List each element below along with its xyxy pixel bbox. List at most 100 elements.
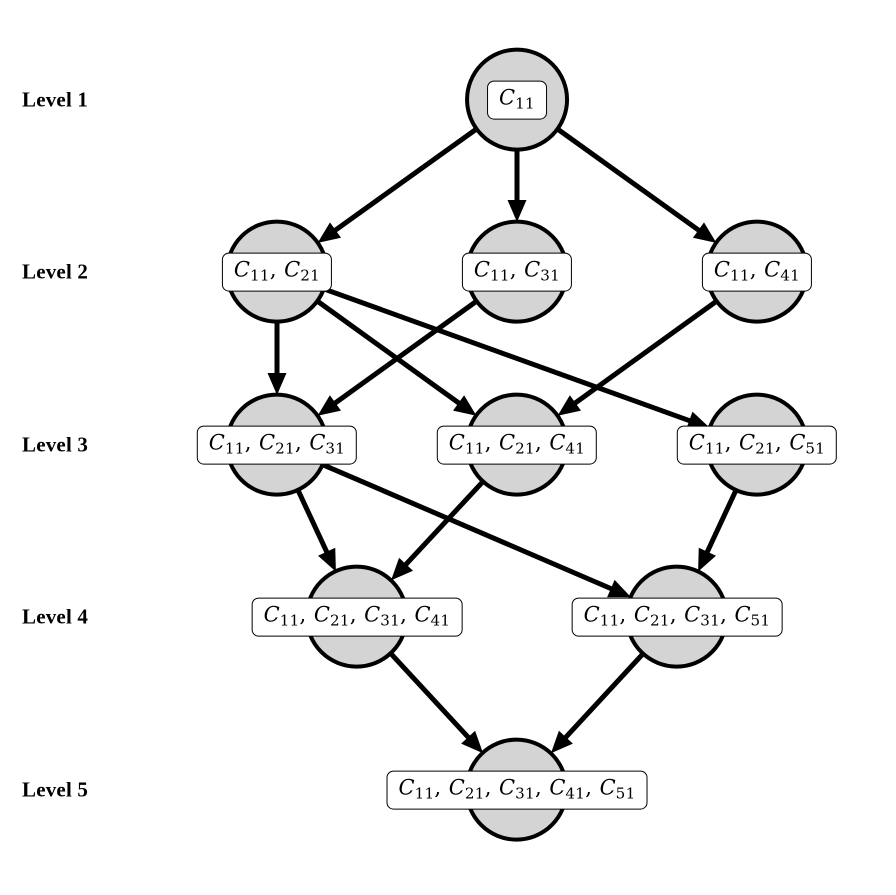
arrowhead-n1-to-n2c — [692, 222, 717, 243]
label-term: C — [208, 430, 225, 455]
label-term: C — [688, 430, 705, 455]
label-subscript: 11 — [464, 439, 485, 458]
label-separator: , — [434, 775, 449, 800]
label-term: C — [263, 602, 280, 627]
label-separator: , — [720, 602, 735, 627]
label-subscript: 31 — [380, 611, 401, 630]
edge-n3a-to-n4b — [322, 462, 616, 593]
label-subscript: 21 — [649, 611, 670, 630]
node-n5a[interactable]: C11, C21, C31, C41, C51 — [386, 737, 648, 842]
node-n3b[interactable]: C11, C21, C41 — [436, 392, 598, 497]
label-subscript: 11 — [224, 439, 245, 458]
edge-n4b-to-n5a — [561, 652, 645, 742]
arrowhead-n2a-to-n3a — [267, 373, 287, 395]
node-n4a[interactable]: C11, C21, C31, C41 — [251, 564, 463, 669]
node-label-n3a: C11, C21, C31 — [196, 425, 358, 465]
arrowhead-n1-to-n2a — [317, 222, 342, 243]
label-term: C — [414, 602, 431, 627]
label-term: C — [713, 257, 730, 282]
label-term: C — [313, 602, 330, 627]
label-term: C — [473, 257, 490, 282]
edge-n3c-to-n4b — [703, 490, 738, 557]
label-subscript: 11 — [515, 94, 535, 113]
label-term: C — [789, 430, 806, 455]
label-subscript: 21 — [515, 439, 535, 458]
label-subscript: 11 — [489, 266, 510, 285]
label-subscript: 21 — [464, 784, 485, 803]
label-subscript: 21 — [329, 611, 350, 630]
node-n3a[interactable]: C11, C21, C31 — [196, 392, 358, 497]
label-term: C — [633, 602, 650, 627]
label-separator: , — [749, 257, 765, 282]
label-term: C — [764, 257, 781, 282]
edge-n1-to-n2a — [330, 127, 478, 235]
label-subscript: 51 — [805, 439, 826, 458]
label-separator: , — [585, 775, 600, 800]
level-label-level-1: Level 1 — [22, 87, 89, 112]
level-label-level-2: Level 2 — [22, 259, 89, 284]
label-subscript: 11 — [729, 266, 750, 285]
label-subscript: 31 — [700, 611, 721, 630]
label-term: C — [583, 602, 600, 627]
label-subscript: 21 — [755, 439, 775, 458]
label-separator: , — [299, 602, 314, 627]
node-n2c[interactable]: C11, C41 — [701, 219, 813, 324]
edge-n4a-to-n5a — [389, 652, 473, 742]
node-label-n1: C11 — [487, 80, 547, 120]
node-label-n5a: C11, C21, C31, C41, C51 — [386, 770, 648, 810]
label-subscript: 31 — [515, 784, 535, 803]
label-term: C — [398, 775, 415, 800]
label-term: C — [524, 257, 541, 282]
node-n2b[interactable]: C11, C31 — [461, 219, 573, 324]
level-label-level-3: Level 3 — [22, 432, 89, 457]
arrowhead-n3a-to-n4b — [607, 579, 632, 598]
label-term: C — [499, 430, 516, 455]
label-separator: , — [400, 602, 415, 627]
level-label-level-4: Level 4 — [22, 604, 89, 629]
edge-n2a-to-n3c — [324, 286, 694, 425]
node-n3c[interactable]: C11, C21, C51 — [676, 392, 838, 497]
label-separator: , — [669, 602, 685, 627]
node-n1[interactable]: C11 — [465, 47, 569, 152]
label-term: C — [549, 430, 566, 455]
label-term: C — [448, 775, 465, 800]
node-label-n3b: C11, C21, C41 — [436, 425, 598, 465]
label-subscript: 11 — [704, 439, 725, 458]
label-subscript: 41 — [430, 611, 451, 630]
label-separator: , — [509, 257, 525, 282]
label-subscript: 11 — [249, 266, 270, 285]
edge-n2a-to-n3b — [316, 299, 464, 408]
label-subscript: 41 — [565, 439, 586, 458]
label-term: C — [364, 602, 381, 627]
label-separator: , — [269, 257, 285, 282]
label-subscript: 11 — [279, 611, 300, 630]
edge-n3a-to-n4a — [296, 490, 331, 557]
label-separator: , — [534, 430, 550, 455]
arrowhead-n3a-to-n4a — [318, 547, 336, 572]
node-label-n3c: C11, C21, C51 — [676, 425, 838, 465]
node-n4b[interactable]: C11, C21, C31, C51 — [571, 564, 783, 669]
edge-n2c-to-n3b — [570, 299, 718, 408]
arrowhead-n2a-to-n3c — [686, 411, 710, 430]
label-separator: , — [534, 775, 550, 800]
edge-n2b-to-n3a — [330, 299, 478, 408]
level-label-level-5: Level 5 — [22, 777, 89, 802]
label-subscript: 21 — [300, 266, 321, 285]
arrowhead-n2a-to-n3b — [453, 395, 477, 416]
node-n2a[interactable]: C11, C21 — [221, 219, 333, 324]
edge-n3b-to-n4a — [401, 480, 485, 569]
label-subscript: 11 — [599, 611, 620, 630]
label-term: C — [599, 775, 616, 800]
label-separator: , — [484, 775, 500, 800]
arrowhead-n2c-to-n3b — [557, 395, 581, 416]
label-subscript: 11 — [414, 784, 435, 803]
arrowhead-n4a-to-n5a — [461, 730, 484, 754]
label-term: C — [259, 430, 276, 455]
label-term: C — [684, 602, 701, 627]
label-term: C — [499, 85, 516, 110]
node-label-n4a: C11, C21, C31, C41 — [251, 597, 463, 637]
label-subscript: 31 — [325, 439, 346, 458]
label-subscript: 21 — [275, 439, 295, 458]
label-separator: , — [484, 430, 500, 455]
